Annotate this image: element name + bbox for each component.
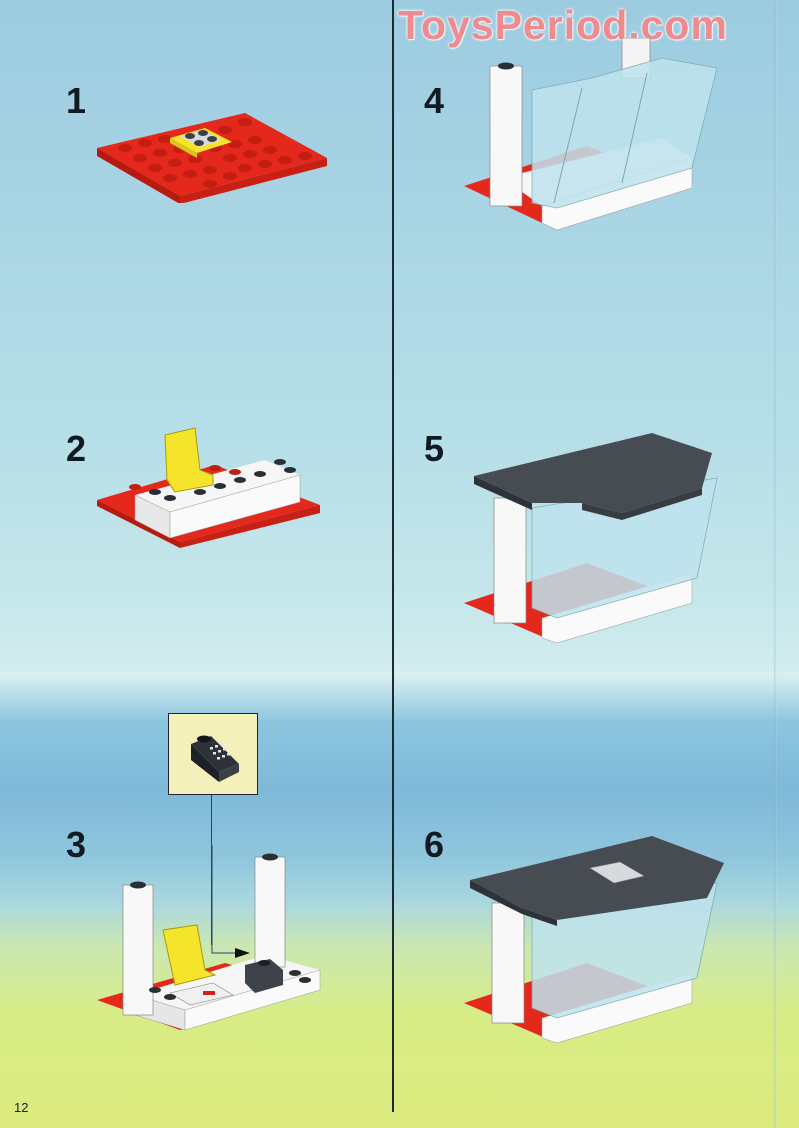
step-5-illustration <box>464 433 718 644</box>
step-4-illustration <box>464 38 718 231</box>
step-number-5: 5 <box>424 428 445 469</box>
page-number: 12 <box>14 1100 29 1115</box>
step-3-illustration <box>97 845 321 1031</box>
step-6-illustration <box>464 836 724 1044</box>
step-1-illustration <box>97 113 327 203</box>
booklet-spine <box>774 0 777 1128</box>
step-number-1: 1 <box>66 80 87 121</box>
step-number-6: 6 <box>424 824 445 865</box>
step-number-2: 2 <box>66 428 87 469</box>
column-divider <box>392 0 394 1112</box>
step-number-4: 4 <box>424 80 445 121</box>
telephone-brick-icon <box>191 735 239 782</box>
watermark: ToysPeriod.com <box>398 2 728 48</box>
step-number-3: 3 <box>66 824 87 865</box>
step-2-illustration <box>97 427 320 548</box>
new-part-callout <box>168 713 258 795</box>
